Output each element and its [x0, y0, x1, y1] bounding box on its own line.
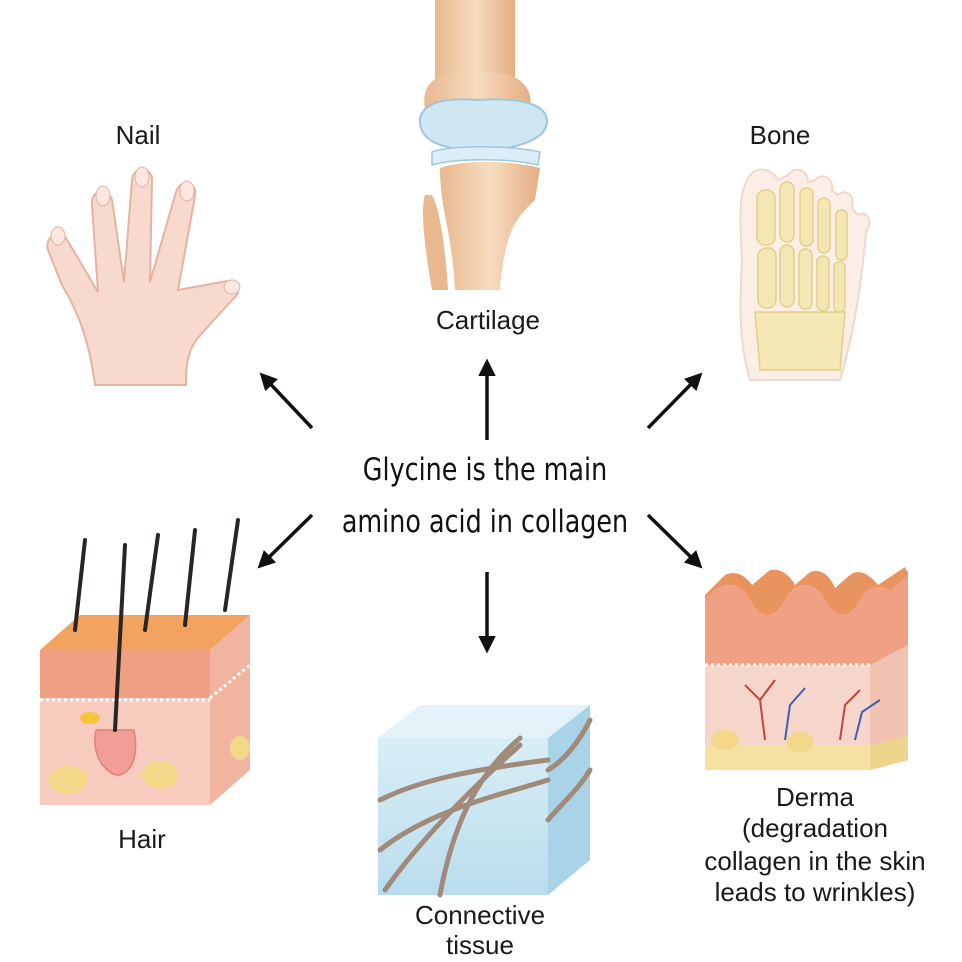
label-derma-line1: Derma: [775, 782, 854, 812]
label-nail: Nail: [115, 120, 161, 150]
hair-skin-illustration: [40, 518, 251, 805]
label-hair: Hair: [118, 824, 166, 854]
arrow-to-bone: [646, 372, 703, 430]
label-derma-line2: (degradation: [742, 813, 888, 843]
connective-tissue-illustration: [377, 705, 593, 898]
arrow-to-nail: [259, 372, 314, 430]
derma-illustration: [705, 567, 908, 770]
label-cartilage: Cartilage: [435, 305, 541, 335]
label-bone: Bone: [749, 120, 811, 150]
center-title-line1: Glycine is the main: [362, 452, 608, 488]
center-title-line2: amino acid in collagen: [341, 504, 629, 540]
arrow-to-derma: [646, 513, 703, 569]
arrow-to-hair: [257, 513, 314, 569]
arrows: [257, 358, 703, 654]
label-derma-line4: leads to wrinkles): [714, 877, 916, 907]
label-connective-line1: Connective: [414, 900, 546, 930]
label-derma-line3: collagen in the skin: [704, 846, 926, 876]
label-connective-line2: tissue: [446, 930, 514, 960]
knee-illustration: [418, 0, 549, 290]
hand-illustration: [46, 166, 241, 386]
foot-illustration: [739, 168, 871, 381]
